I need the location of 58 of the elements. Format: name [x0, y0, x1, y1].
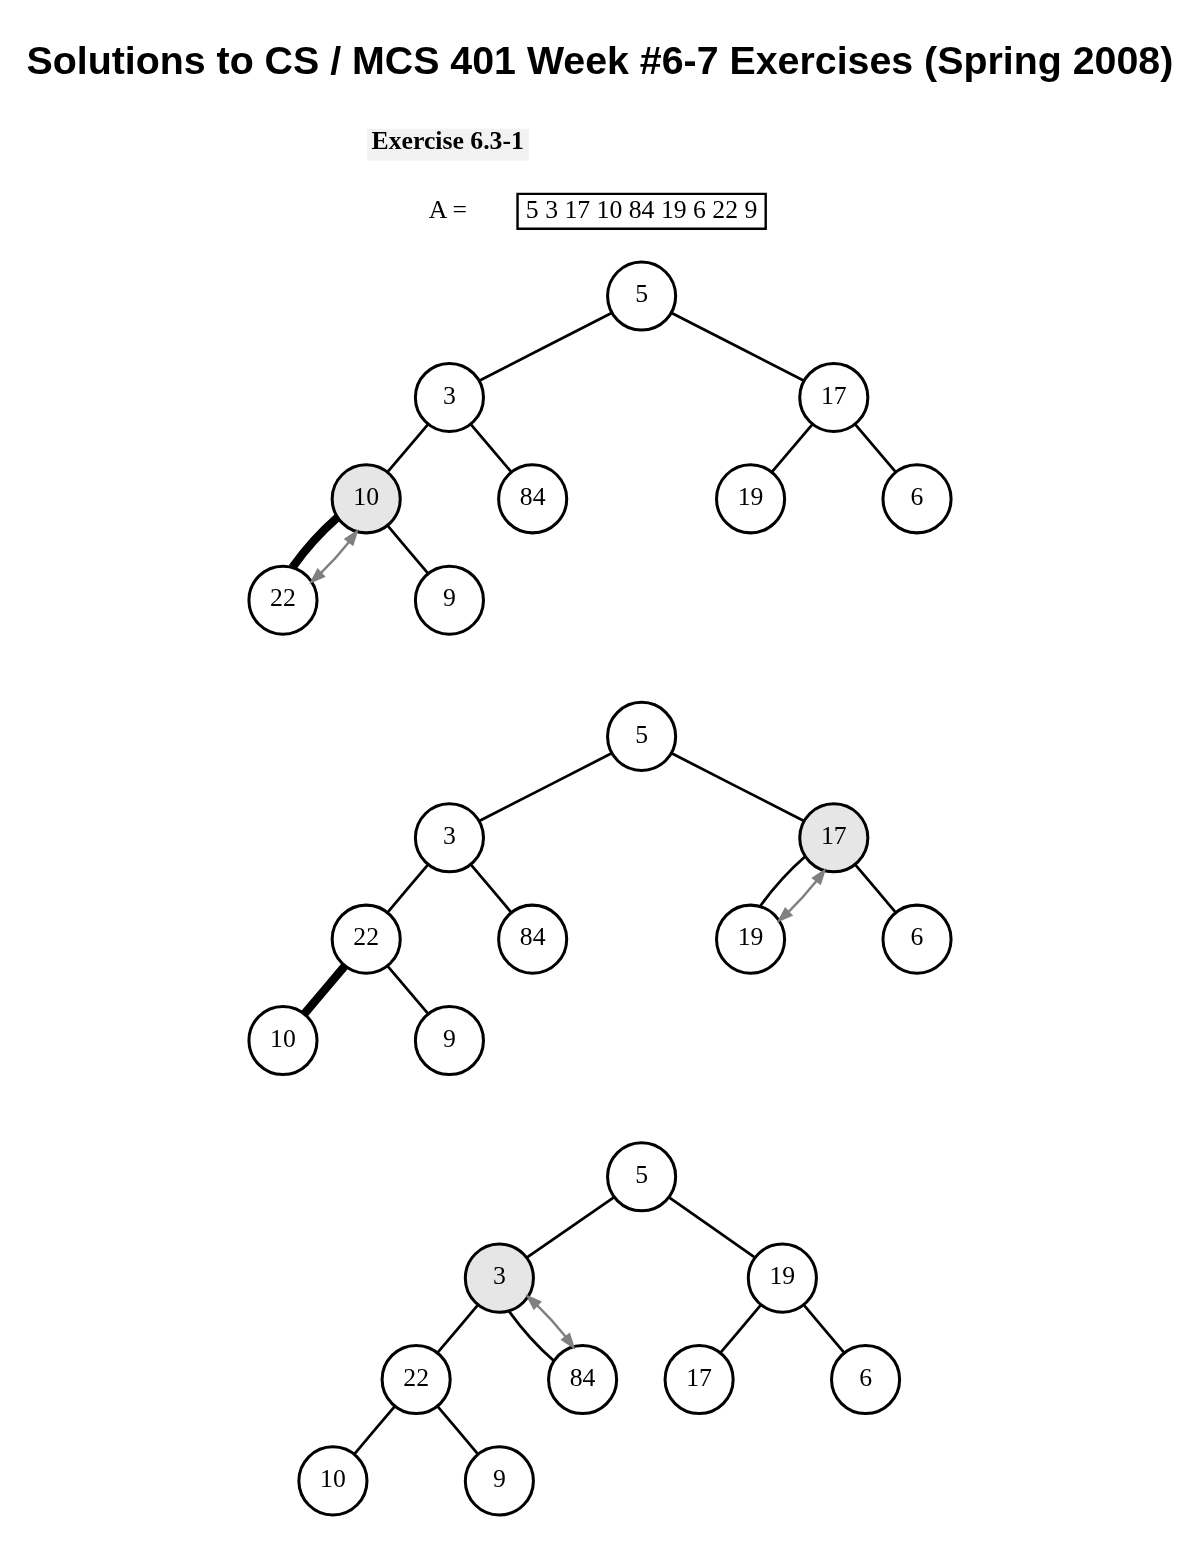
connector — [386, 423, 430, 473]
node-circle: 3 — [413, 802, 485, 874]
arrow — [776, 868, 827, 923]
node-circle: 10 — [330, 463, 402, 535]
connector — [436, 1304, 479, 1354]
node-circle: 17 — [798, 802, 870, 874]
node-circle: 22 — [330, 903, 402, 975]
node-circle: 10 — [297, 1445, 369, 1517]
node-circle: 6 — [881, 463, 953, 535]
connector — [386, 965, 429, 1015]
arrow — [525, 1294, 576, 1350]
arrow — [309, 529, 359, 584]
connector — [719, 1304, 762, 1354]
connector — [854, 863, 897, 913]
connector — [469, 863, 513, 913]
connector — [802, 1304, 845, 1354]
node-box: 5 3 17 10 84 19 6 22 9 — [516, 192, 767, 230]
node-circle: 19 — [715, 463, 787, 535]
node-circle: 10 — [247, 1005, 319, 1077]
node-circle: 3 — [413, 361, 485, 433]
node-circle: 9 — [413, 1005, 485, 1077]
connector — [771, 423, 814, 473]
connector — [353, 1405, 396, 1455]
node-circle: 84 — [547, 1343, 619, 1416]
connector — [478, 311, 613, 382]
node-circle: 84 — [497, 463, 569, 535]
label: Exercise 6.3-1 — [371, 126, 524, 156]
connector — [758, 855, 807, 908]
connector — [478, 752, 613, 823]
node-circle: 84 — [497, 903, 569, 975]
connector — [436, 1405, 479, 1455]
connector — [668, 1196, 756, 1259]
node-circle: 17 — [798, 361, 870, 433]
node-circle: 17 — [663, 1343, 735, 1416]
node-label: A = — [428, 194, 467, 224]
connector — [671, 752, 805, 823]
node-circle: 22 — [380, 1343, 452, 1416]
connector — [289, 514, 341, 570]
connector — [386, 863, 430, 913]
connector — [671, 311, 805, 382]
node-circle: 5 — [606, 260, 678, 332]
diagram-title: Solutions to CS / MCS 401 Week #6-7 Exercises (Spring 2008) — [26, 38, 1174, 83]
node-circle: 9 — [463, 1445, 535, 1517]
node-circle: 5 — [606, 1141, 678, 1213]
node-circle: 3 — [463, 1242, 535, 1314]
node-circle: 22 — [247, 564, 319, 636]
connector — [507, 1310, 555, 1362]
connector — [525, 1196, 615, 1259]
node-circle: 5 — [606, 700, 678, 772]
node-circle: 9 — [413, 564, 485, 636]
connector — [854, 423, 897, 473]
node-circle: 6 — [830, 1343, 902, 1416]
connector — [469, 423, 513, 473]
node-circle: 6 — [881, 903, 953, 975]
connector — [301, 963, 348, 1017]
node-circle: 19 — [746, 1242, 818, 1314]
node-circle: 19 — [715, 903, 787, 975]
connector — [386, 524, 429, 574]
